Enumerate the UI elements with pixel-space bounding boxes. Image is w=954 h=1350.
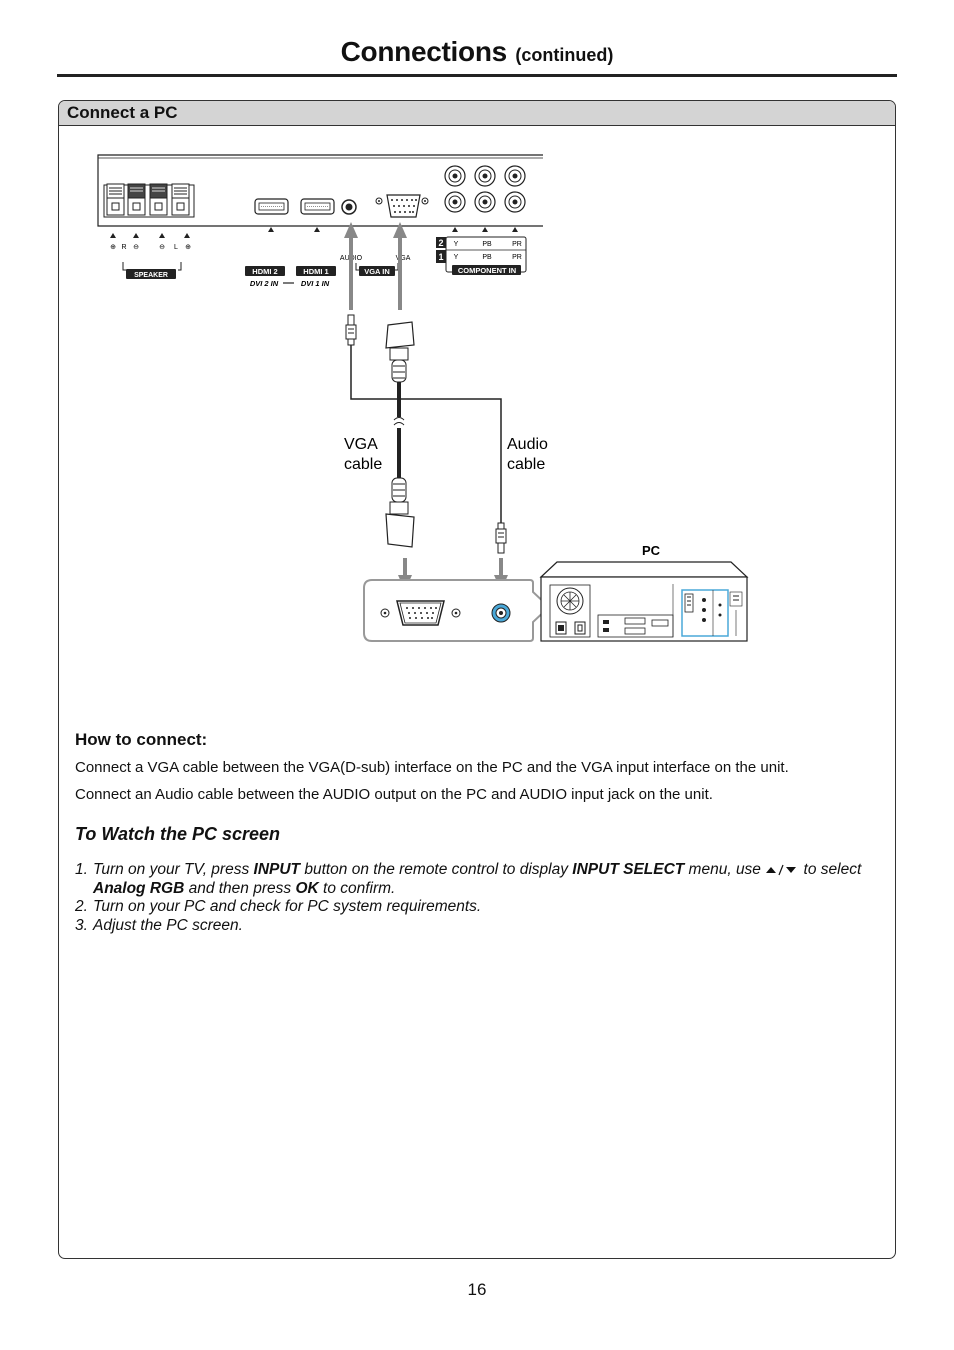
step-text: button on the remote control to display <box>300 861 573 878</box>
watch-heading: To Watch the PC screen <box>75 824 281 844</box>
ok-keyword: OK <box>295 879 319 897</box>
how-to-line-2: Connect an Audio cable between the AUDIO… <box>75 786 713 803</box>
step-number: 2. <box>75 898 88 915</box>
step-3: 3. Adjust the PC screen. <box>75 917 895 936</box>
hdmi2-label: HDMI 2 <box>252 267 277 276</box>
speaker-mark: ⊖ <box>159 244 165 251</box>
dvi2-label: DVI 2 IN <box>250 279 279 288</box>
title-main: Connections <box>340 36 508 67</box>
step-text: menu, use <box>684 861 766 878</box>
analog-rgb-keyword: Analog RGB <box>93 879 185 897</box>
step-text: Adjust the PC screen. <box>93 916 243 934</box>
audio-cable <box>345 314 507 554</box>
how-to-heading: How to connect: <box>75 730 208 749</box>
audio-cable-label-1: Audio <box>507 436 548 453</box>
title-subtitle: (continued) <box>515 45 614 65</box>
y-label-2: Y <box>454 241 459 248</box>
input-arrows <box>344 222 407 310</box>
component-inputs: 2 1 Y PB PR Y PB PR COMPONENT IN <box>436 165 527 275</box>
input-keyword: INPUT <box>253 861 301 878</box>
section-header: Connect a PC <box>59 101 895 126</box>
speaker-terminals: ⊕ R ⊖ ⊖ L ⊕ SPEAKER <box>103 183 195 279</box>
speaker-label: SPEAKER <box>134 272 168 279</box>
page-title: Connections (continued) <box>0 36 954 68</box>
step-text: to select <box>799 861 862 878</box>
hdmi-ports: HDMI 2 HDMI 1 DVI 2 IN DVI 1 IN <box>245 198 336 288</box>
pb-label-1: PB <box>482 254 492 261</box>
vga-in-label: VGA IN <box>364 267 390 276</box>
speaker-mark: L <box>174 244 178 251</box>
component-row-2: 2 <box>438 238 443 248</box>
tv-back-panel <box>97 154 543 227</box>
component-label: COMPONENT IN <box>458 266 516 275</box>
step-number: 3. <box>75 916 88 934</box>
component-row-1: 1 <box>438 252 443 262</box>
step-1: 1. Turn on your TV, press INPUT button o… <box>75 861 895 898</box>
title-rule <box>57 74 897 77</box>
y-label-1: Y <box>454 254 459 261</box>
step-text: Turn on your PC and check for PC system … <box>93 898 482 915</box>
step-text: Turn on your TV, press <box>93 861 254 878</box>
how-to-line-1: Connect a VGA cable between the VGA(D-su… <box>75 759 789 776</box>
pr-label-1: PR <box>512 254 522 261</box>
dvi1-label: DVI 1 IN <box>301 279 330 288</box>
section-title: Connect a PC <box>67 103 178 122</box>
vga-cable-label-1: VGA <box>344 436 378 453</box>
page-number: 16 <box>467 1280 487 1299</box>
speaker-mark: R <box>121 244 126 251</box>
speaker-mark: ⊖ <box>133 244 139 251</box>
hdmi1-label: HDMI 1 <box>303 267 328 276</box>
input-select-keyword: INPUT SELECT <box>572 861 685 878</box>
audio-cable-label-2: cable <box>507 456 545 473</box>
speaker-mark: ⊕ <box>185 244 191 251</box>
pc-label: PC <box>642 543 661 558</box>
watch-steps: 1. Turn on your TV, press INPUT button o… <box>75 861 895 935</box>
connection-diagram: ⊕ R ⊖ ⊖ L ⊕ SPEAKER HDMI 2 HDMI 1 DVI 2 … <box>97 154 749 642</box>
vga-cable-label-2: cable <box>344 456 382 473</box>
step-text: to confirm. <box>318 879 396 897</box>
step-text: and then press <box>184 879 296 897</box>
speaker-mark: ⊕ <box>110 244 116 251</box>
pc-port-callout <box>363 579 551 642</box>
pc-tower: PC <box>539 543 749 642</box>
pb-label-2: PB <box>482 241 492 248</box>
section-frame: Connect a PC <box>58 100 896 1259</box>
vga-port-label: VGA <box>396 255 411 262</box>
vga-cable <box>385 321 415 548</box>
step-number: 1. <box>75 861 88 878</box>
up-down-arrows-icon <box>766 864 797 876</box>
pr-label-2: PR <box>512 241 522 248</box>
step-2: 2. Turn on your PC and check for PC syst… <box>75 898 895 917</box>
